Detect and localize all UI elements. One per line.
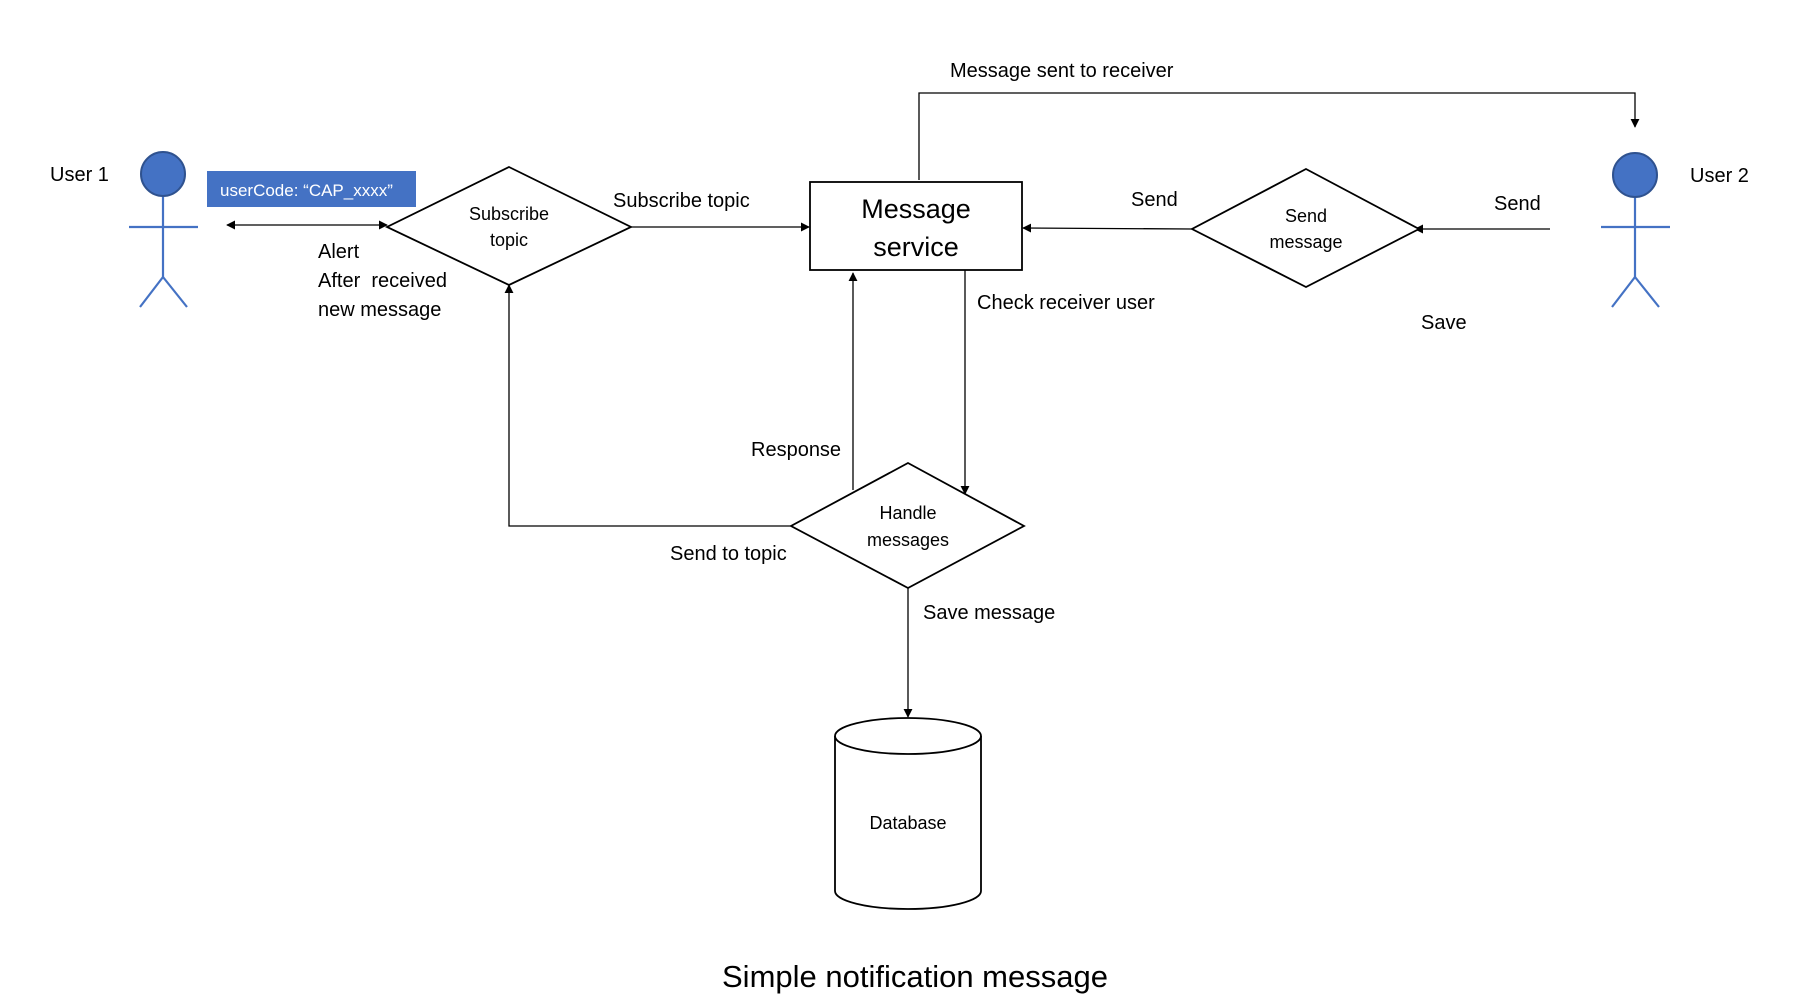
subscribe-topic-line1: Subscribe: [469, 204, 549, 224]
edge-sendmsg-to-service: [1022, 223, 1193, 233]
subscribe-topic-edge-label: Subscribe topic: [613, 190, 750, 212]
usercode-badge-text: userCode: “CAP_xxxx”: [220, 181, 393, 200]
handle-messages-line2: messages: [867, 530, 949, 550]
database-label: Database: [869, 813, 946, 833]
node-send-message: Send message: [1190, 167, 1421, 289]
message-service-line1: Message: [861, 194, 971, 224]
node-message-service: Message service: [809, 181, 1023, 271]
alert-label-line3: new message: [318, 299, 441, 321]
save-label: Save: [1421, 312, 1467, 334]
user1-label: User 1: [50, 164, 109, 186]
edge-service-to-user2: [918, 92, 1640, 180]
send-message-line2: message: [1269, 232, 1342, 252]
diagram-title: Simple notification message: [722, 959, 1108, 994]
message-service-line2: service: [873, 232, 959, 262]
handle-messages-line1: Handle: [879, 503, 936, 523]
user2-label: User 2: [1690, 165, 1749, 187]
send-from-user2-label: Send: [1494, 193, 1541, 215]
check-receiver-user-label: Check receiver user: [977, 292, 1155, 314]
message-sent-to-receiver-label: Message sent to receiver: [950, 60, 1174, 82]
response-label: Response: [751, 439, 841, 461]
send-to-service-label: Send: [1131, 189, 1178, 211]
node-subscribe-topic: Subscribe topic: [384, 165, 634, 286]
alert-label-line2: After received: [318, 270, 447, 292]
subscribe-topic-line2: topic: [490, 230, 528, 250]
actor-head: [140, 151, 186, 197]
actor-user2: [1601, 152, 1670, 308]
send-message-line1: Send: [1285, 206, 1327, 226]
save-message-label: Save message: [923, 602, 1055, 624]
actor-user1: [129, 151, 198, 308]
node-handle-messages: Handle messages: [789, 461, 1026, 590]
alert-label-line1: Alert: [318, 241, 360, 263]
connectors: [226, 92, 1640, 718]
usercode-badge: userCode: “CAP_xxxx”: [207, 171, 416, 207]
send-to-topic-label: Send to topic: [670, 543, 787, 565]
actor-head: [1612, 152, 1658, 198]
edge-handle-to-subscribe: [504, 284, 791, 527]
usercode-badge-bg: [207, 171, 416, 207]
node-database: Database: [834, 717, 982, 910]
